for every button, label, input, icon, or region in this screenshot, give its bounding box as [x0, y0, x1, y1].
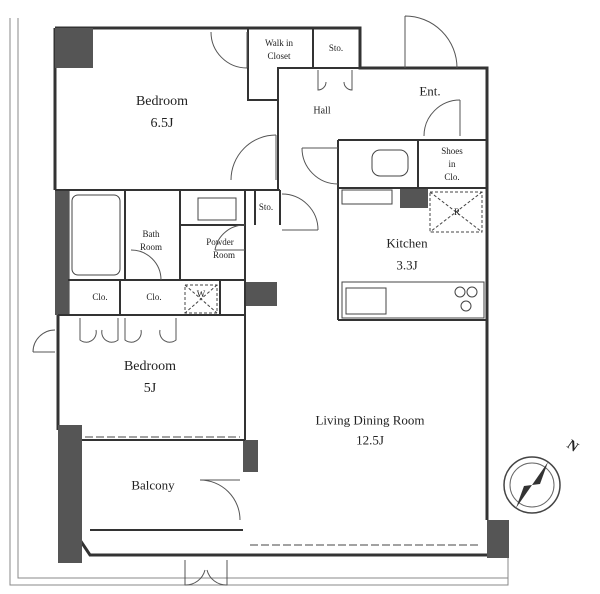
- kitchen-sink: [345, 287, 387, 315]
- vanity-sink: [197, 197, 237, 221]
- powder-room-label-line2: Room: [212, 249, 236, 260]
- closet-b-label: Clo.: [146, 291, 162, 302]
- stove-burner-1: [454, 286, 466, 298]
- walk-in-closet-label-line2: Closet: [267, 50, 291, 61]
- kitchen-size: 3.3J: [396, 257, 418, 273]
- bath-room-label-line1: Bath: [142, 228, 160, 239]
- toilet: [371, 149, 409, 177]
- fixtures: [71, 149, 485, 546]
- hall-label: Hall: [313, 105, 331, 117]
- washer-space: [184, 284, 218, 314]
- bath-room-label-line2: Room: [139, 241, 163, 252]
- storage-top-label: Sto.: [328, 42, 344, 53]
- bedroom2-name: Bedroom: [123, 358, 177, 374]
- living-dining-size: 12.5J: [356, 432, 384, 448]
- kitchen-name: Kitchen: [386, 235, 428, 251]
- balcony-label: Balcony: [131, 477, 175, 493]
- walk-in-closet-label-line1: Walk in: [264, 37, 294, 48]
- interior-walls: [55, 28, 487, 531]
- bedroom1-name: Bedroom: [135, 93, 189, 109]
- compass-icon: [503, 456, 561, 514]
- bathtub: [71, 194, 121, 276]
- washer-mark: W: [196, 288, 206, 299]
- north-arrow-icon: [532, 462, 548, 485]
- shoes-closet-label-line2: in: [448, 158, 456, 169]
- closet-a-label: Clo.: [92, 291, 108, 302]
- storage-mid-label: Sto.: [258, 201, 274, 212]
- shelf: [341, 189, 393, 205]
- shoes-closet-label-line1: Shoes: [441, 145, 463, 156]
- living-dining-name: Living Dining Room: [315, 412, 425, 428]
- fridge-space: [429, 191, 483, 233]
- entrance-label: Ent.: [419, 83, 441, 99]
- door-swings: [32, 15, 461, 586]
- kitchen-counter: [341, 281, 485, 319]
- stove-burner-3: [460, 300, 472, 312]
- shoes-closet-label-line3: Clo.: [444, 171, 460, 182]
- bedroom2-size: 5J: [143, 380, 157, 396]
- bedroom1-size: 6.5J: [150, 115, 174, 131]
- structural-columns: [55, 28, 509, 563]
- powder-room-label-line1: Powder: [206, 236, 234, 247]
- stove-burner-2: [466, 286, 478, 298]
- fridge-mark: R: [453, 206, 461, 217]
